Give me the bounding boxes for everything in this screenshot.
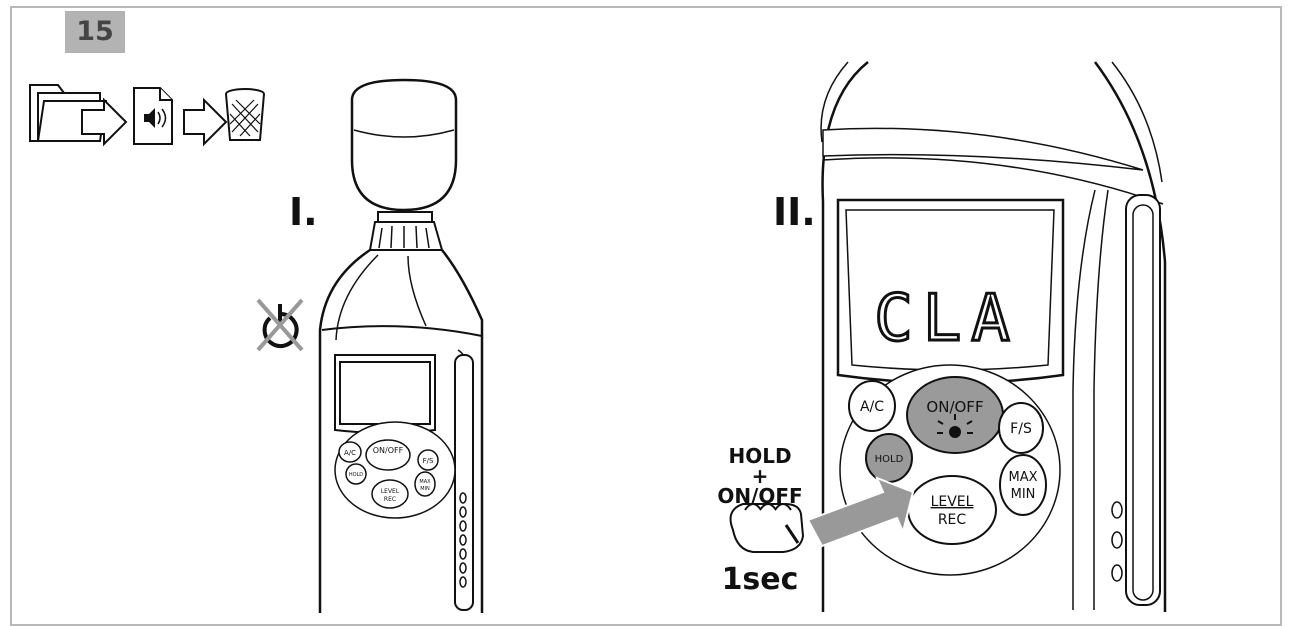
- arrow-right-icon: [184, 100, 226, 144]
- audio-file-icon: [134, 88, 172, 144]
- svg-text:F/S: F/S: [423, 457, 434, 465]
- hand-press-icon: [731, 504, 803, 552]
- small-onoff-button: ON/OFF: [366, 440, 410, 470]
- hold-button: HOLD: [866, 434, 912, 482]
- press-duration: 1sec: [695, 562, 825, 597]
- ac-button: A/C: [849, 381, 895, 431]
- svg-text:A/C: A/C: [344, 449, 356, 457]
- svg-text:MIN: MIN: [420, 486, 430, 492]
- svg-text:MAX: MAX: [419, 479, 431, 485]
- step-label-1: I.: [289, 190, 318, 234]
- svg-text:MIN: MIN: [1011, 487, 1036, 502]
- small-ac-button: A/C: [339, 442, 361, 462]
- level-rec-button: LEVEL REC: [908, 476, 996, 544]
- maxmin-button: MAX MIN: [1000, 455, 1046, 515]
- small-maxmin-button: MAX MIN: [415, 472, 435, 496]
- svg-text:REC: REC: [938, 512, 967, 528]
- svg-text:REC: REC: [384, 496, 396, 503]
- illustration-canvas: A/C ON/OFF F/S HOLD MAX MIN LEVEL REC: [0, 0, 1290, 613]
- instruction-line-plus: +: [695, 466, 825, 486]
- trash-icon: [226, 89, 264, 140]
- svg-text:LEVEL: LEVEL: [931, 494, 974, 510]
- svg-text:HOLD: HOLD: [349, 472, 363, 478]
- svg-text:MAX: MAX: [1008, 470, 1037, 485]
- small-fs-button: F/S: [418, 450, 438, 470]
- svg-text:F/S: F/S: [1010, 421, 1032, 437]
- step-label-2: II.: [773, 190, 816, 234]
- onoff-button: ON/OFF: [907, 377, 1003, 453]
- button-combination-instruction: HOLD + ON/OFF: [695, 446, 825, 506]
- svg-text:ON/OFF: ON/OFF: [926, 398, 983, 416]
- power-off-icon: [258, 300, 302, 350]
- svg-text:ON/OFF: ON/OFF: [373, 446, 404, 455]
- svg-text:HOLD: HOLD: [875, 454, 904, 465]
- instruction-line-hold: HOLD: [695, 446, 825, 466]
- lcd-display-text: CLA: [874, 282, 1020, 356]
- instruction-line-onoff: ON/OFF: [695, 486, 825, 506]
- small-level-rec-button: LEVEL REC: [372, 480, 408, 508]
- fs-button: F/S: [999, 403, 1043, 453]
- small-hold-button: HOLD: [346, 464, 366, 484]
- svg-text:LEVEL: LEVEL: [381, 488, 400, 495]
- sound-meter-small: [320, 80, 482, 613]
- svg-text:A/C: A/C: [860, 399, 884, 415]
